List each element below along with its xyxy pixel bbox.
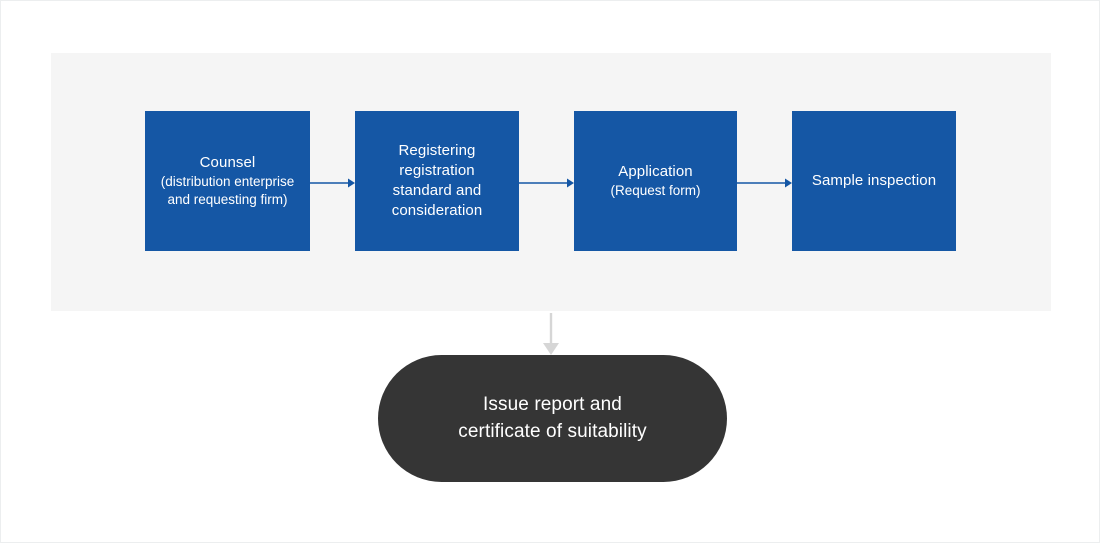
arrow-down-icon: [539, 313, 563, 355]
result-line-2: certificate of suitability: [458, 420, 647, 442]
result-issue-report[interactable]: Issue report and certificate of suitabil…: [378, 355, 727, 482]
step-2-title-line-2: registration: [399, 162, 475, 180]
process-step-sample-inspection[interactable]: Sample inspection: [792, 111, 956, 251]
process-step-counsel[interactable]: Counsel (distribution enterprise and req…: [145, 111, 310, 251]
step-1-subtitle-line-1: (distribution enterprise: [160, 174, 295, 190]
result-text: Issue report and certificate of suitabil…: [458, 392, 646, 444]
step-1-title: Counsel: [199, 154, 256, 172]
step-1-subtitle-line-2: and requesting firm): [167, 191, 288, 207]
process-step-registering-registration[interactable]: Registering registration standard and co…: [355, 111, 519, 251]
step-2-title-line-1: Registering: [398, 142, 476, 160]
step-3-subtitle: (Request form): [610, 182, 701, 198]
process-step-application[interactable]: Application (Request form): [574, 111, 737, 251]
step-2-title-line-4: consideration: [391, 201, 483, 219]
result-line-1: Issue report and: [483, 394, 622, 416]
step-3-title: Application: [618, 163, 693, 181]
step-4-text: Sample inspection: [812, 171, 936, 191]
step-2-title-line-3: standard and: [392, 182, 482, 199]
step-2-text: Registering registration standard and co…: [392, 141, 483, 220]
step-1-text: Counsel (distribution enterprise and req…: [161, 153, 295, 208]
step-3-text: Application (Request form): [610, 162, 700, 200]
step-4-title: Sample inspection: [811, 172, 937, 190]
